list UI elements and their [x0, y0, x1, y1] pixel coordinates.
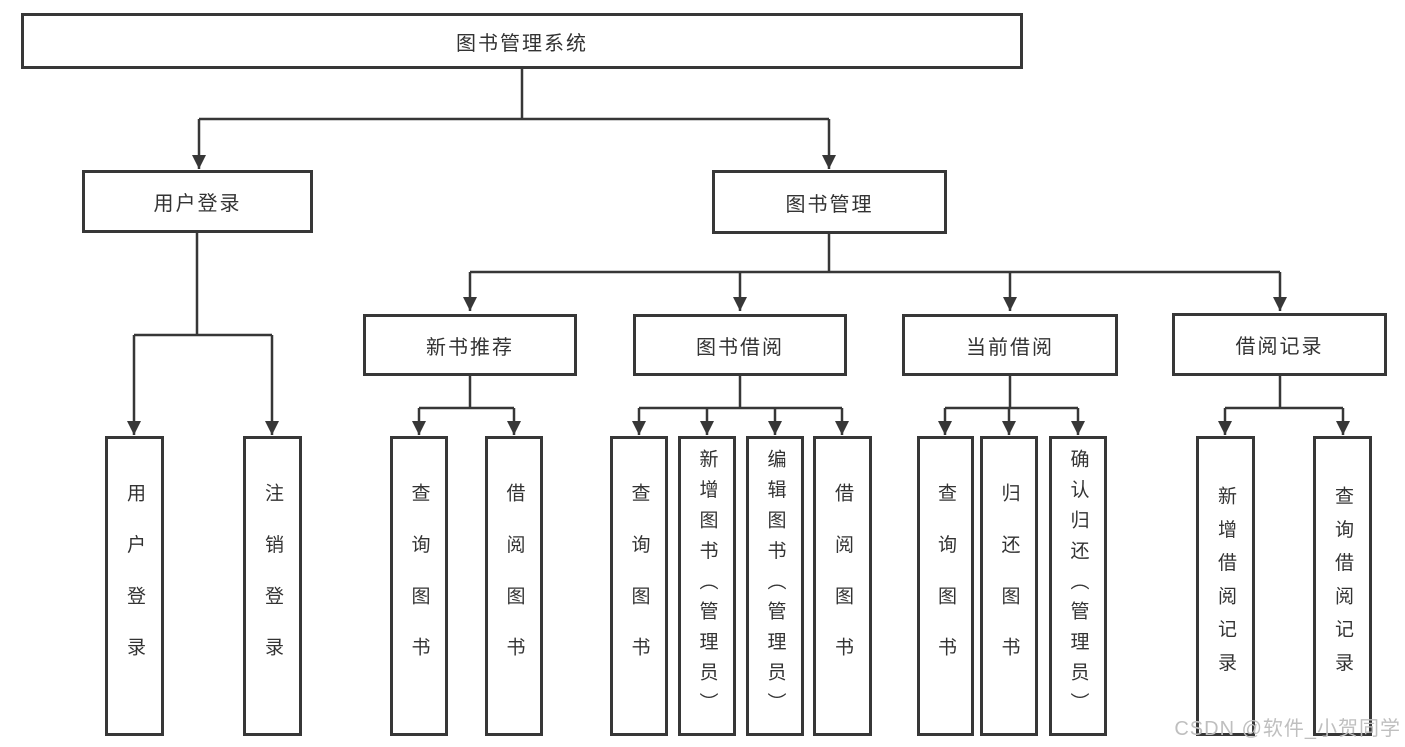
leaf-confirm-return-admin: 确认归还（管理员）: [1049, 436, 1107, 736]
node-borrow-records: 借阅记录: [1172, 313, 1387, 376]
leaf-label: 借阅图书: [832, 483, 853, 689]
leaf-label: 新增借阅记录: [1215, 486, 1236, 686]
node-label: 图书管理: [785, 193, 874, 216]
node-library-system-root: 图书管理系统: [21, 13, 1023, 69]
csdn-watermark: CSDN @软件_小贺同学: [1174, 718, 1401, 740]
node-new-book-recommend: 新书推荐: [363, 314, 577, 376]
node-current-borrow: 当前借阅: [902, 314, 1118, 376]
node-label: 用户登录: [153, 193, 242, 215]
leaf-label: 确认归还（管理员）: [1067, 449, 1089, 723]
leaf-label: 新增图书（管理员）: [696, 449, 718, 723]
leaf-add-borrow-record: 新增借阅记录: [1196, 436, 1255, 736]
node-book-borrow: 图书借阅: [633, 314, 847, 376]
node-label: 图书管理系统: [456, 32, 588, 55]
node-label: 新书推荐: [426, 336, 514, 359]
leaf-edit-books-admin: 编辑图书（管理员）: [746, 436, 804, 736]
node-label: 当前借阅: [966, 336, 1054, 359]
node-label: 借阅记录: [1235, 336, 1324, 358]
node-book-management: 图书管理: [712, 170, 947, 234]
leaf-query-books-borrow: 查询图书: [610, 436, 668, 736]
leaf-label: 编辑图书（管理员）: [764, 449, 786, 723]
leaf-logout: 注销登录: [243, 436, 302, 736]
leaf-borrow-books-newbooks: 借阅图书: [485, 436, 543, 736]
leaf-label: 查询图书: [628, 483, 650, 689]
node-user-login: 用户登录: [82, 170, 313, 233]
leaf-label: 查询图书: [408, 483, 430, 689]
leaf-query-books-current: 查询图书: [917, 436, 974, 736]
node-label: 图书借阅: [696, 336, 784, 359]
leaf-return-books: 归还图书: [980, 436, 1038, 736]
leaf-borrow-books: 借阅图书: [813, 436, 872, 736]
leaf-label: 查询借阅记录: [1332, 486, 1353, 686]
leaf-label: 查询图书: [935, 483, 956, 689]
leaf-query-books-newbooks: 查询图书: [390, 436, 448, 736]
leaf-add-books-admin: 新增图书（管理员）: [678, 436, 736, 736]
leaf-label: 注销登录: [262, 483, 283, 689]
leaf-label: 归还图书: [998, 483, 1020, 689]
leaf-label: 借阅图书: [503, 483, 525, 689]
leaf-query-borrow-record: 查询借阅记录: [1313, 436, 1372, 736]
leaf-label: 用户登录: [124, 483, 145, 689]
leaf-user-login: 用户登录: [105, 436, 164, 736]
